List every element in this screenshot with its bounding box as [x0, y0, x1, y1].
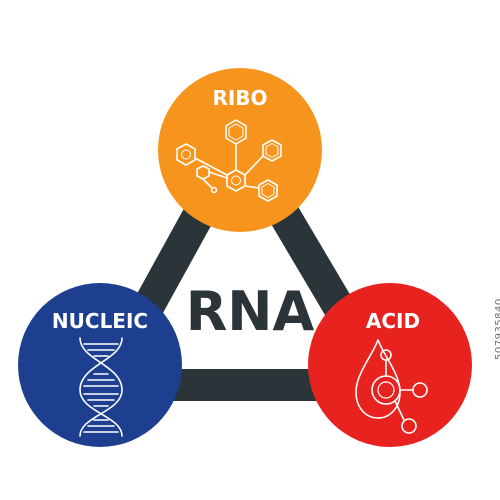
node-nucleic: NUCLEIC	[18, 283, 182, 447]
acid-label: ACID	[366, 309, 420, 333]
stock-id-watermark: 507935840	[494, 298, 500, 360]
node-acid: ACID	[308, 283, 472, 447]
ribo-label: RIBO	[212, 86, 267, 110]
ribo-circle	[158, 68, 322, 232]
acid-drop-molecule-icon	[355, 339, 428, 434]
triangle-connector	[89, 124, 401, 401]
acid-circle	[308, 283, 472, 447]
dna-helix-icon	[79, 337, 123, 437]
molecule-structure-icon	[176, 119, 282, 202]
node-ribo: RIBO	[158, 68, 322, 232]
nucleic-label: NUCLEIC	[52, 309, 148, 333]
nucleic-circle	[18, 283, 182, 447]
center-label: RNA	[186, 280, 315, 343]
